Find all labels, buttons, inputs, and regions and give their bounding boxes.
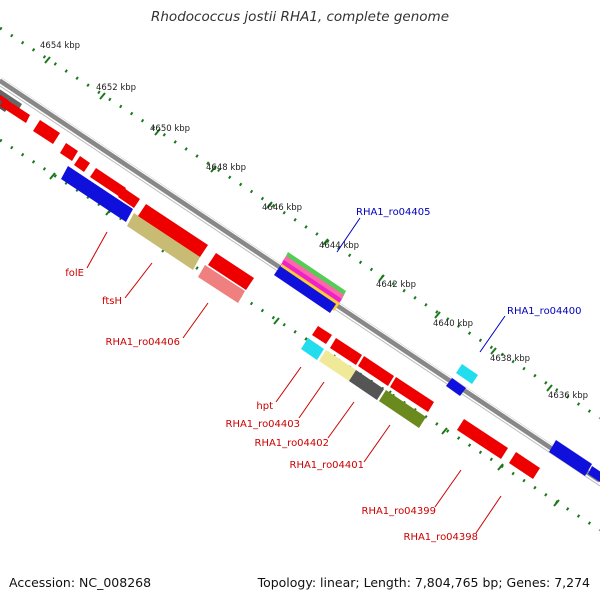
gene-label-hpt: hpt bbox=[256, 401, 273, 412]
gene-label-folE: folE bbox=[65, 268, 84, 279]
gene-feature[interactable] bbox=[312, 326, 332, 344]
gene-feature[interactable] bbox=[198, 265, 245, 303]
gene-feature[interactable] bbox=[319, 350, 356, 381]
gene-feature[interactable] bbox=[127, 213, 200, 270]
gene-feature[interactable] bbox=[509, 452, 540, 479]
gene-label-ro04406: RHA1_ro04406 bbox=[106, 337, 181, 348]
scale-label: 4644 kbp bbox=[319, 241, 359, 251]
gene-feature[interactable] bbox=[379, 390, 426, 428]
scale-label: 4650 kbp bbox=[150, 124, 190, 134]
scale-label: 4642 kbp bbox=[376, 280, 416, 290]
gene-label-ro04398: RHA1_ro04398 bbox=[404, 532, 479, 543]
gene-feature[interactable] bbox=[390, 377, 434, 412]
accession-text: Accession: NC_008268 bbox=[9, 575, 152, 590]
scale-line-lower bbox=[0, 138, 600, 532]
scale-label: 4652 kbp bbox=[96, 83, 136, 93]
gene-label-ftsH: ftsH bbox=[102, 296, 122, 307]
gene-feature[interactable] bbox=[208, 253, 254, 290]
gene-feature[interactable] bbox=[330, 338, 362, 365]
leader-lines bbox=[86, 217, 506, 534]
gene-label-ro04403: RHA1_ro04403 bbox=[226, 419, 301, 430]
gene-feature[interactable] bbox=[33, 120, 60, 144]
scale-label: 4638 kbp bbox=[490, 354, 530, 364]
gene-feature[interactable] bbox=[446, 378, 466, 396]
gene-feature[interactable] bbox=[60, 143, 78, 161]
gene-label-ro04402: RHA1_ro04402 bbox=[255, 438, 330, 449]
gene-feature[interactable] bbox=[282, 256, 344, 301]
genome-stats-text: Topology: linear; Length: 7,804,765 bp; … bbox=[257, 575, 590, 590]
gene-feature[interactable] bbox=[280, 260, 342, 305]
reverse-strand-genes bbox=[0, 88, 540, 479]
gene-label-ro04401: RHA1_ro04401 bbox=[290, 460, 365, 471]
scale-ticks bbox=[44, 56, 553, 392]
gene-feature[interactable] bbox=[456, 364, 478, 384]
outer-track-genes bbox=[274, 252, 600, 482]
gene-feature[interactable] bbox=[74, 156, 90, 172]
gene-feature[interactable] bbox=[118, 188, 140, 208]
gene-feature[interactable] bbox=[349, 370, 384, 400]
gene-feature[interactable] bbox=[457, 419, 508, 459]
gene-feature[interactable] bbox=[358, 356, 394, 386]
gene-feature[interactable] bbox=[0, 98, 30, 123]
gene-label-ro04405: RHA1_ro04405 bbox=[356, 207, 431, 218]
gene-feature[interactable] bbox=[301, 338, 324, 360]
gene-feature[interactable] bbox=[61, 166, 133, 222]
scale-label: 4654 kbp bbox=[40, 41, 80, 51]
gene-feature[interactable] bbox=[138, 204, 208, 257]
gene-feature[interactable] bbox=[549, 440, 592, 476]
scale-label: 4646 kbp bbox=[262, 203, 302, 213]
scale-label: 4636 kbp bbox=[548, 391, 588, 401]
gene-feature[interactable] bbox=[274, 266, 336, 313]
gene-feature[interactable] bbox=[588, 466, 600, 482]
gene-label-ro04399: RHA1_ro04399 bbox=[362, 506, 437, 517]
scale-label: 4640 kbp bbox=[433, 319, 473, 329]
forward-strand-genes bbox=[0, 94, 434, 412]
gene-feature[interactable] bbox=[0, 88, 22, 111]
map-title: Rhodococcus jostii RHA1, complete genome bbox=[151, 9, 449, 25]
gene-feature[interactable] bbox=[90, 168, 126, 197]
gene-label-ro04400: RHA1_ro04400 bbox=[507, 306, 582, 317]
scale-label: 4648 kbp bbox=[206, 163, 246, 173]
